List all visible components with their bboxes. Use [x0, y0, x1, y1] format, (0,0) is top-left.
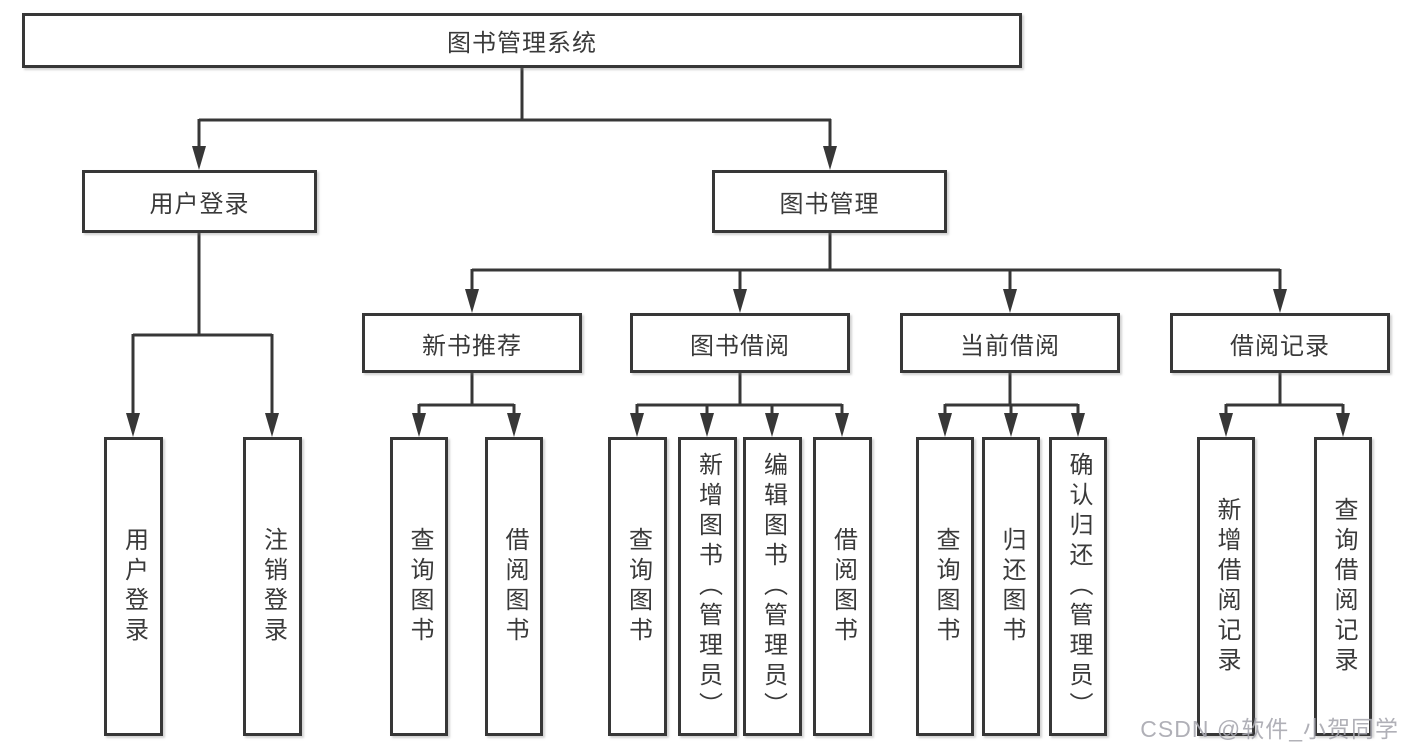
node-user-login: 用户登录 [82, 170, 317, 233]
leaf-confirm-return-admin: 确认归还（管理员） [1049, 437, 1107, 736]
leaf-add-borrow-record: 新增借阅记录 [1197, 437, 1255, 736]
leaf-borrow-book: 借阅图书 [813, 437, 872, 736]
leaf-logout: 注销登录 [243, 437, 302, 736]
leaf-borrow-book-recommend: 借阅图书 [485, 437, 543, 736]
leaf-return-book: 归还图书 [982, 437, 1040, 736]
node-new-book-recommend: 新书推荐 [362, 313, 582, 373]
node-book-management: 图书管理 [712, 170, 947, 233]
leaf-query-book-current: 查询图书 [916, 437, 974, 736]
node-current-borrow: 当前借阅 [900, 313, 1120, 373]
node-root: 图书管理系统 [22, 13, 1022, 68]
node-borrow-records: 借阅记录 [1170, 313, 1390, 373]
leaf-edit-book-admin: 编辑图书（管理员） [743, 437, 802, 736]
leaf-add-book-admin: 新增图书（管理员） [678, 437, 737, 736]
node-book-borrow: 图书借阅 [630, 313, 850, 373]
leaf-user-login: 用户登录 [104, 437, 163, 736]
csdn-watermark: CSDN @软件_小贺同学 [1140, 716, 1399, 742]
leaf-query-book-recommend: 查询图书 [390, 437, 448, 736]
leaf-query-borrow-record: 查询借阅记录 [1314, 437, 1372, 736]
leaf-query-book-borrow: 查询图书 [608, 437, 667, 736]
